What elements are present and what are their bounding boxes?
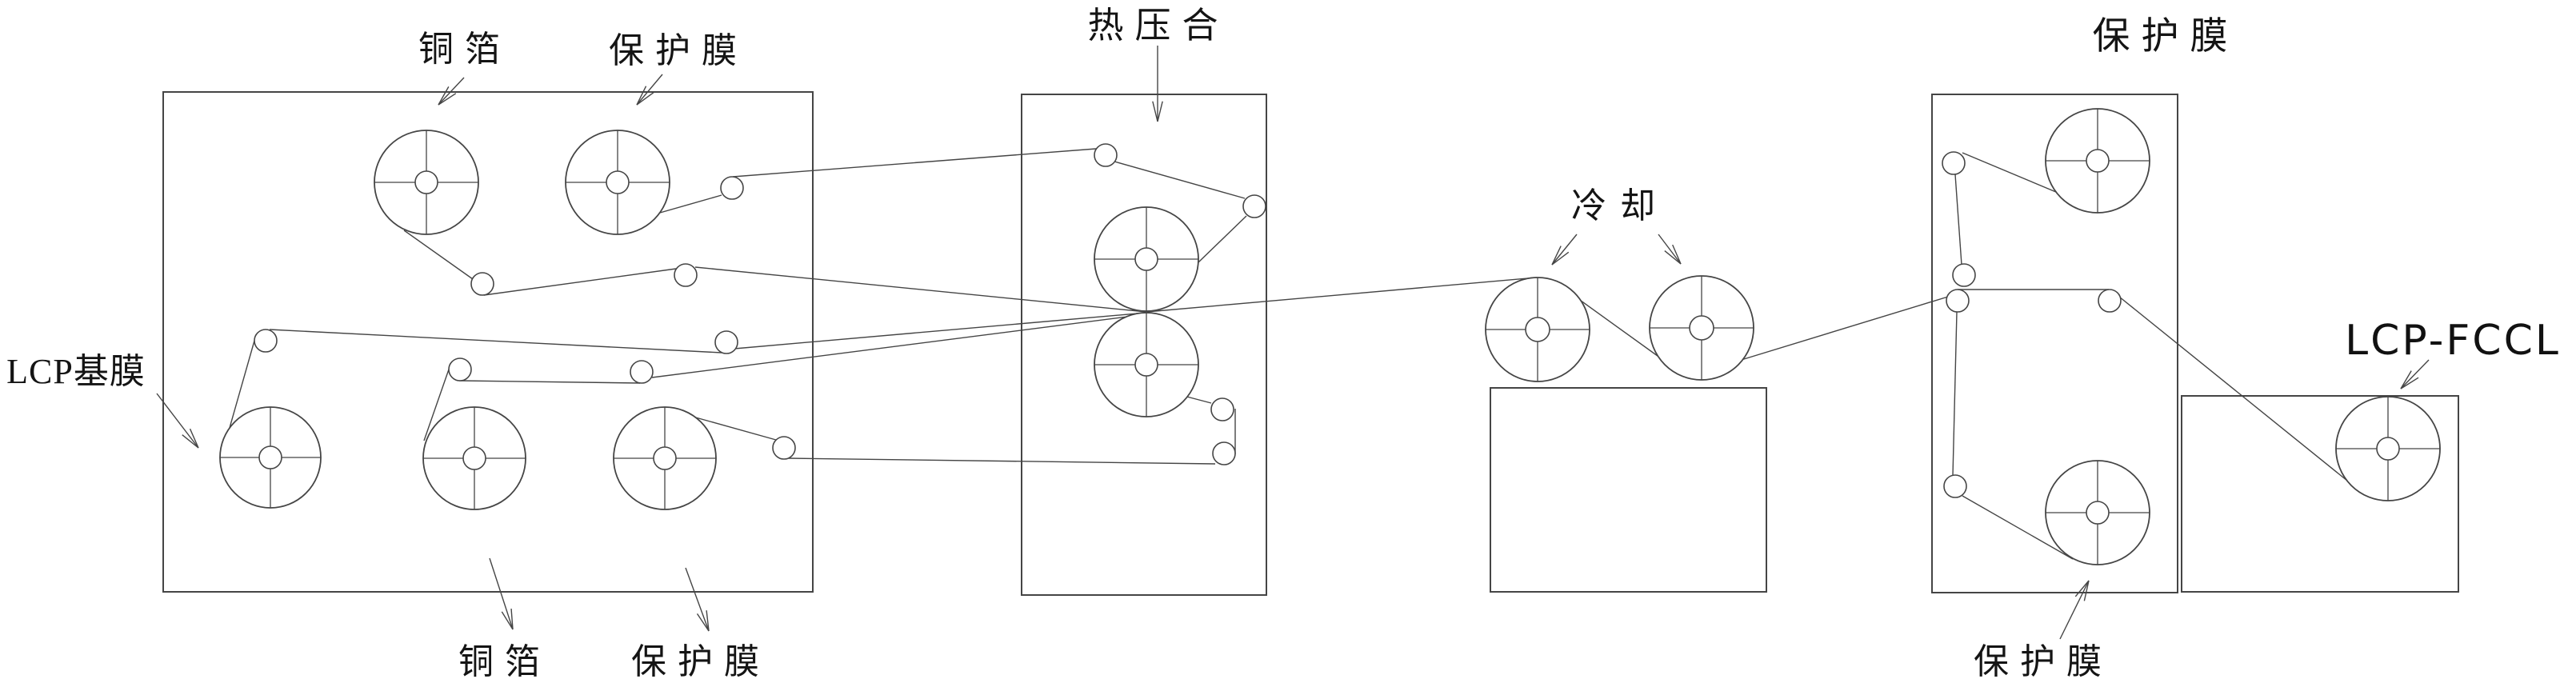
web-protective-top [654, 194, 722, 215]
roller-hot-press-top-hub [1134, 247, 1158, 271]
windup-station-box [2181, 395, 2459, 593]
label-copper-foil-top: 铜箔 [418, 30, 511, 69]
arrow-hot-press-head-0 [1152, 101, 1158, 122]
arrow-cooling-left-head-0 [1551, 246, 1562, 266]
web-protective-bottom [788, 457, 1216, 465]
web-laminate-output [1146, 277, 1538, 313]
cooling-tank-box [1490, 387, 1767, 593]
arrow-lcp-base-film-head-1 [189, 428, 199, 449]
arrow-lcp-fccl-head-0 [2400, 370, 2412, 389]
guide-roller-12 [1212, 441, 1236, 465]
guide-roller-17 [1943, 474, 1967, 498]
roller-hot-press-bottom-hub [1134, 353, 1158, 377]
arrow-protective-film-bottom-right-head-1 [2074, 580, 2090, 597]
guide-roller-15 [1946, 289, 1970, 313]
web-peel-top-film [1962, 152, 2062, 195]
web-copper-bottom [651, 314, 1147, 378]
reel-protective-film-bottom-hub [653, 446, 677, 470]
web-copper-bottom [458, 380, 641, 384]
arrow-copper-foil-top-head-1 [438, 93, 457, 106]
guide-roller-3 [674, 263, 698, 287]
reel-lcp-fccl-windup-hub [2376, 437, 2400, 461]
guide-roller-10 [1242, 194, 1266, 218]
web-lcp-base [226, 334, 257, 440]
reel-protective-film-top-hub [606, 170, 630, 194]
reel-copper-foil-top-hub [414, 170, 438, 194]
web-laminate-output [1735, 296, 1949, 362]
web-protective-bottom [692, 416, 777, 441]
arrow-cooling-right-head-1 [1672, 244, 1682, 265]
label-protective-film-top: 保护膜 [609, 31, 748, 70]
web-copper-top [483, 268, 677, 296]
label-protective-film-right-top: 保护膜 [2093, 16, 2239, 58]
arrow-cooling-left [1551, 234, 1578, 266]
arrow-copper-foil-top-head-0 [438, 86, 450, 106]
arrow-protective-film-bottom-right-head-0 [2083, 580, 2090, 601]
web-peel-bottom-film [1962, 495, 2074, 560]
arrow-hot-press-head-1 [1157, 101, 1163, 122]
arrow-cooling-right [1658, 234, 1682, 265]
arrow-protective-film-bottom-left-head-1 [706, 610, 710, 632]
guide-roller-13 [1942, 151, 1966, 175]
guide-roller-6 [714, 330, 738, 354]
roller-cooling-left-hub [1525, 317, 1550, 342]
web-peel-bottom-film [1952, 311, 1958, 477]
arrow-cooling-left-head-1 [1551, 251, 1570, 266]
guide-roller-9 [1094, 143, 1118, 167]
label-lcp-base-film: LCP基膜 [6, 352, 146, 391]
guide-roller-7 [720, 176, 744, 200]
arrow-lcp-base-film [156, 393, 199, 449]
web-protective-top [1114, 161, 1246, 199]
reel-protective-film-windup-top-hub [2086, 149, 2110, 173]
web-laminate-output [2118, 296, 2348, 481]
label-hot-press: 热压合 [1087, 6, 1229, 46]
arrow-protective-film-bottom-left [685, 567, 710, 632]
web-copper-top [403, 230, 474, 280]
web-copper-bottom [423, 366, 450, 441]
arrow-lcp-base-film-head-0 [182, 434, 199, 449]
reel-protective-film-windup-bottom-hub [2086, 501, 2110, 525]
guide-roller-5 [630, 360, 654, 384]
arrow-cooling-right-head-0 [1664, 250, 1682, 265]
arrow-lcp-fccl-head-1 [2400, 377, 2419, 389]
roller-cooling-right-hub [1689, 315, 1714, 341]
arrow-copper-foil-bottom [489, 557, 514, 630]
arrow-copper-foil-bottom-head-1 [510, 609, 514, 630]
arrow-protective-film-bottom-left-head-0 [696, 613, 710, 632]
reel-lcp-base-film-hub [258, 445, 282, 469]
label-protective-film-bottom-right: 保护膜 [1974, 642, 2113, 679]
guide-roller-16 [2098, 289, 2122, 313]
arrow-protective-film-top [636, 74, 663, 106]
web-lcp-base [734, 312, 1147, 349]
hot-press-box [1021, 94, 1267, 596]
arrow-copper-foil-bottom-head-0 [501, 611, 514, 630]
arrow-copper-foil-top [438, 77, 465, 106]
web-lcp-base [269, 329, 722, 353]
arrow-lcp-fccl [2400, 359, 2430, 389]
web-peel-top-film [1954, 174, 1962, 266]
label-copper-foil-bottom: 铜箔 [458, 642, 551, 679]
reel-copper-foil-bottom-hub [462, 446, 486, 470]
label-lcp-fccl: LCP-FCCL [2345, 317, 2561, 365]
arrow-protective-film-top-head-1 [636, 92, 654, 106]
guide-roller-4 [448, 357, 472, 381]
web-protective-top [732, 148, 1097, 178]
web-copper-top [694, 266, 1147, 313]
guide-roller-14 [1952, 263, 1976, 287]
guide-roller-2 [470, 272, 494, 296]
guide-roller-1 [254, 329, 278, 353]
arrow-protective-film-bottom-right [2059, 580, 2090, 640]
guide-roller-11 [1210, 397, 1234, 421]
label-cooling: 冷却 [1571, 186, 1669, 226]
guide-roller-8 [772, 436, 796, 460]
arrow-protective-film-top-head-0 [636, 86, 647, 106]
label-protective-film-bottom-left: 保护膜 [631, 642, 770, 679]
